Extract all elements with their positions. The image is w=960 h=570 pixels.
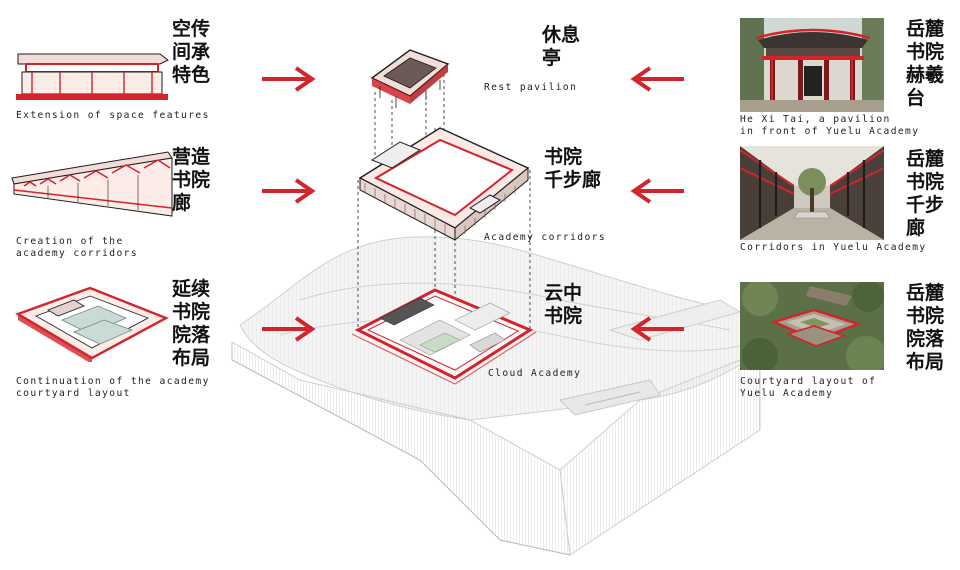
center-label-3-caption: Cloud Academy [488, 368, 581, 380]
left-panel-2-title: 营造 书院 廊 [172, 146, 210, 215]
center-label-1-caption: Rest pavilion [484, 82, 577, 94]
yuelu-corridor-photo [740, 146, 884, 240]
left-panel-1-title: 空传 间承 特色 [172, 18, 210, 87]
yuelu-courtyard-aerial-photo [740, 282, 884, 370]
academy-corridors-model [360, 128, 528, 240]
left-panel-3-caption: Continuation of the academy courtyard la… [16, 376, 210, 400]
right-panel-1-caption: He Xi Tai, a pavilion in front of Yuelu … [740, 114, 919, 138]
arrow-right-icon [258, 176, 318, 206]
arrow-left-icon [628, 176, 688, 206]
left-panel-2-caption: Creation of the academy corridors [16, 236, 138, 260]
roof-extension-drawing [12, 42, 172, 106]
center-label-3-title: 云中 书院 [544, 282, 582, 328]
center-label-2-title: 书院 千步廊 [544, 146, 601, 192]
left-panel-1-caption: Extension of space features [16, 110, 210, 122]
he-xi-tai-photo [740, 18, 884, 112]
courtyard-layout-drawing [14, 284, 170, 362]
arrow-left-icon [628, 64, 688, 94]
arrow-right-icon [258, 64, 318, 94]
arrow-left-icon [628, 314, 688, 344]
right-panel-3-title: 岳麓 书院 院落 布局 [906, 282, 944, 374]
left-panel-3-title: 延续 书院 院落 布局 [172, 278, 210, 370]
right-panel-2-caption: Corridors in Yuelu Academy [740, 242, 927, 254]
corridor-extension-drawing [8, 146, 178, 230]
center-label-1-title: 休息 亭 [542, 24, 580, 70]
right-panel-3-caption: Courtyard layout of Yuelu Academy [740, 376, 876, 400]
right-panel-2-title: 岳麓 书院 千步 廊 [906, 148, 944, 240]
rest-pavilion-model [372, 50, 448, 108]
right-panel-1-title: 岳麓 书院 赫羲 台 [906, 18, 944, 110]
center-label-2-caption: Academy corridors [484, 232, 606, 244]
arrow-right-icon [258, 314, 318, 344]
